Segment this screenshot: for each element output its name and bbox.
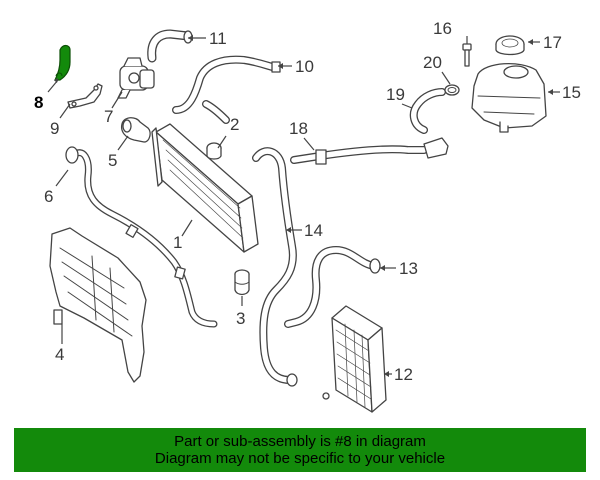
part-1-radiator[interactable]	[151, 123, 259, 253]
part-18-pipe[interactable]	[290, 137, 449, 165]
part-14-hose[interactable]	[252, 147, 298, 387]
callout-4: 4	[55, 345, 64, 364]
banner-line-2: Diagram may not be specific to your vehi…	[154, 450, 446, 467]
callout-15: 15	[562, 83, 581, 102]
callout-8: 8	[34, 93, 43, 112]
part-13-hose[interactable]	[284, 246, 381, 328]
banner-line-1: Part or sub-assembly is #8 in diagram	[174, 433, 426, 450]
part-4-support-frame[interactable]	[49, 227, 147, 383]
part-19-hose[interactable]	[409, 88, 446, 134]
part-8-hose[interactable]	[54, 44, 71, 81]
part-11-hose[interactable]	[147, 29, 193, 63]
part-20-clamp[interactable]	[444, 84, 460, 96]
part-17-cap[interactable]	[495, 35, 525, 56]
callout-labels: 1 2 3 4 5 6 7 8 9 10 11 12 13 14 15 16 1…	[34, 19, 581, 384]
callout-6: 6	[44, 187, 53, 206]
part-15-expansion-tank[interactable]	[471, 62, 547, 133]
part-16-bolt[interactable]	[462, 43, 472, 67]
callout-5: 5	[108, 151, 117, 170]
cooling-system-diagram: 1 2 3 4 5 6 7 8 9 10 11 12 13 14 15 16 1…	[34, 19, 581, 413]
part-9-bracket[interactable]	[67, 83, 103, 109]
callout-12: 12	[394, 365, 413, 384]
part-3-mount[interactable]	[234, 269, 250, 296]
callout-16: 16	[433, 19, 452, 38]
part-10-hose[interactable]	[172, 55, 281, 124]
callout-13: 13	[399, 259, 418, 278]
part-7-water-pump[interactable]	[117, 57, 155, 99]
part-6-hose[interactable]	[65, 146, 218, 328]
callout-18: 18	[289, 119, 308, 138]
callout-7: 7	[104, 107, 113, 126]
callout-2: 2	[230, 115, 239, 134]
part-5-hose-elbow[interactable]	[120, 117, 151, 143]
callout-10: 10	[295, 57, 314, 76]
callout-14: 14	[304, 221, 323, 240]
callout-19: 19	[386, 85, 405, 104]
callout-3: 3	[236, 309, 245, 328]
callout-9: 9	[50, 119, 59, 138]
callout-leaders	[47, 35, 560, 377]
part-12-aux-radiator[interactable]	[322, 305, 387, 413]
callout-1: 1	[173, 233, 182, 252]
info-banner: Part or sub-assembly is #8 in diagram Di…	[14, 428, 586, 472]
callout-11: 11	[209, 29, 227, 48]
callout-20: 20	[423, 53, 442, 72]
callout-17: 17	[543, 33, 562, 52]
part-2-grommet[interactable]	[206, 142, 222, 160]
